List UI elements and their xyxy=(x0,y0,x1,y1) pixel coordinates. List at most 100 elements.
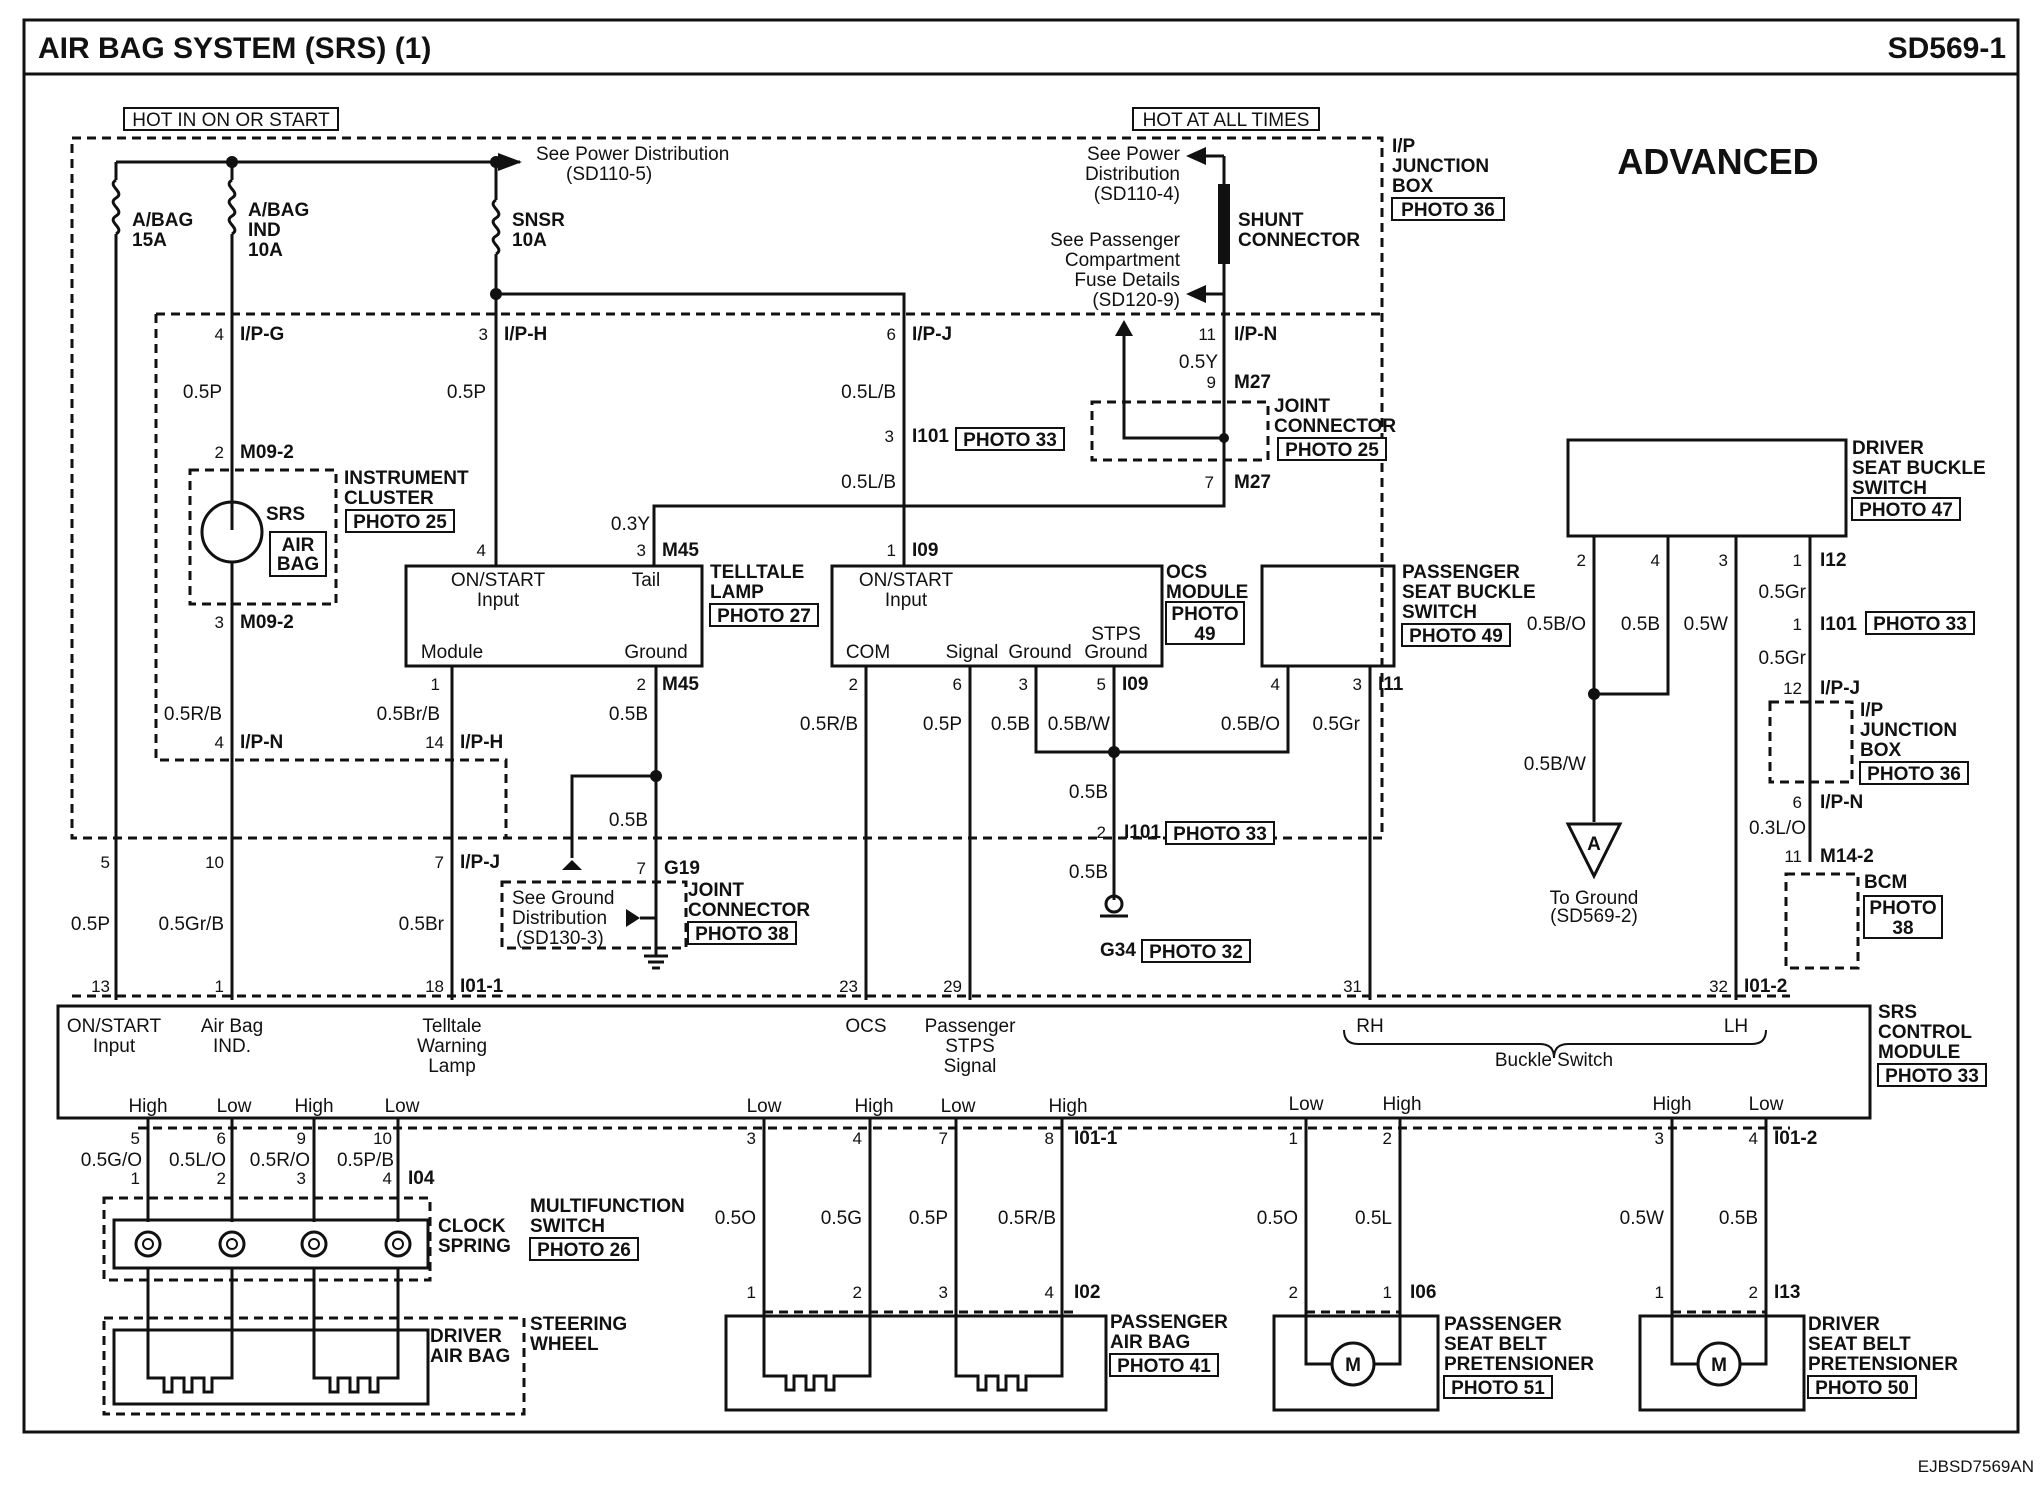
ipjb-label-c: BOX xyxy=(1392,176,1434,197)
pin-number: 2 xyxy=(217,1169,226,1188)
photo-ref-box xyxy=(687,921,797,945)
diagram-label: High xyxy=(1652,1094,1691,1115)
diagram-label: M09-2 xyxy=(240,442,294,463)
photo-ref-box xyxy=(1165,821,1275,845)
photo-ref-box xyxy=(345,509,455,533)
diagram-label: PHOTO 47 xyxy=(1859,500,1953,521)
diagram-label: 0.5B xyxy=(1069,782,1108,803)
see-pass-b: Compartment xyxy=(1065,250,1181,271)
pin-number: 7 xyxy=(1205,473,1214,492)
pin-number: 10 xyxy=(205,853,224,872)
hot-run-box xyxy=(123,107,339,131)
diagram-label: STPS xyxy=(1091,624,1141,645)
diagram-label: 0.5Gr xyxy=(1758,582,1806,603)
clock-spring-coil-icons xyxy=(134,1230,412,1258)
see-pass-a: See Passenger xyxy=(1050,230,1181,251)
diagram-label: PHOTO 38 xyxy=(695,924,789,945)
pin-number: 18 xyxy=(425,977,444,996)
driver-airbag-squib-icon xyxy=(312,1360,400,1394)
pin-number: 2 xyxy=(1577,551,1586,570)
diagram-label: PHOTO xyxy=(1869,898,1936,919)
pin-number: 3 xyxy=(1353,675,1362,694)
diagram-label: 0.5P xyxy=(71,914,110,935)
diagram-label: IND. xyxy=(213,1036,251,1057)
diagram-label: I/P-J xyxy=(912,324,952,345)
diagram-label: BOX xyxy=(1860,740,1902,761)
diagram-label: PHOTO 26 xyxy=(537,1240,631,1261)
diagram-label: I11 xyxy=(1378,674,1404,695)
telltale-lamp-label: TELLTALE xyxy=(710,562,804,583)
diagram-label: Signal xyxy=(946,642,999,663)
passenger-seat-buckle-switch xyxy=(1260,564,1396,668)
diagram-label: Telltale xyxy=(422,1016,481,1037)
see-power2-b: Distribution xyxy=(1085,164,1180,185)
diagram-label: 0.3Y xyxy=(611,514,650,535)
diagram-label: Signal xyxy=(944,1056,997,1077)
diagram-label: CLUSTER xyxy=(344,488,434,509)
diagram-label: M45 xyxy=(662,674,699,695)
diagram-label: PASSENGER xyxy=(1402,562,1520,583)
diagram-label: 0.5B xyxy=(991,714,1030,735)
ipjb-label-b: JUNCTION xyxy=(1392,156,1489,177)
diagram-label: OCS xyxy=(845,1016,886,1037)
pin-number: 6 xyxy=(217,1129,226,1148)
diagram-label: I13 xyxy=(1774,1282,1800,1303)
fuse2-rating: 10A xyxy=(248,240,283,261)
diagram-label: See Ground xyxy=(512,888,614,909)
diagram-label: I101 xyxy=(1124,822,1161,843)
diagram-label: Input xyxy=(477,590,520,611)
diagram-label: I/P-J xyxy=(460,852,500,873)
clock-spring-box xyxy=(112,1218,430,1270)
diagram-label: 0.5Br xyxy=(399,914,445,935)
driver-airbag-squib-icon xyxy=(146,1360,234,1394)
diagram-label: AIR BAG xyxy=(1110,1332,1190,1353)
pin-number: 1 xyxy=(1793,551,1802,570)
pin-number: 6 xyxy=(887,325,896,344)
diagram-label: A xyxy=(1587,834,1601,855)
diagram-label: CONTROL xyxy=(1878,1022,1972,1043)
fuse-icon xyxy=(227,178,237,236)
diagram-label: 0.5R/O xyxy=(250,1150,310,1171)
diagram-label: 0.5B xyxy=(609,810,648,831)
pin-number: 2 xyxy=(1749,1283,1758,1302)
diagram-label: Buckle Switch xyxy=(1495,1050,1613,1071)
fuse2-sub: IND xyxy=(248,220,281,241)
pin-number: 4 xyxy=(1749,1129,1758,1148)
pin-number: 23 xyxy=(839,977,858,996)
diagram-label: I12 xyxy=(1820,550,1846,571)
pin-number: 13 xyxy=(91,977,110,996)
photo-ref-box xyxy=(709,603,819,627)
diagram-label: SRS xyxy=(266,504,305,525)
diagram-label: Module xyxy=(421,642,483,663)
diagram-label: High xyxy=(1382,1094,1421,1115)
diagram-label: 0.3L/O xyxy=(1749,818,1806,839)
diagram-label: Input xyxy=(93,1036,136,1057)
pin-number: 11 xyxy=(1198,325,1216,344)
photo-ref-box xyxy=(1391,197,1505,221)
pin-number: 3 xyxy=(637,541,646,560)
pin-number: 8 xyxy=(1045,1129,1054,1148)
photo-ref-box xyxy=(1865,611,1975,635)
diagram-label: 0.5O xyxy=(715,1208,756,1229)
diagram-label: 0.5G xyxy=(821,1208,862,1229)
diagram-label: PHOTO 27 xyxy=(717,606,811,627)
diagram-label: Low xyxy=(217,1096,252,1117)
diagram-label: I/P-J xyxy=(1820,678,1860,699)
pin-number: 4 xyxy=(1271,675,1280,694)
diagram-frame xyxy=(22,18,2020,1434)
diagram-label: M45 xyxy=(662,540,699,561)
fuse3-name: SNSR xyxy=(512,210,565,231)
see-power-text: See Power Distribution xyxy=(536,144,729,165)
pin-number: 3 xyxy=(939,1283,948,1302)
diagram-label: JOINT xyxy=(688,880,744,901)
diagram-label: PASSENGER xyxy=(1110,1312,1228,1333)
diagram-label: JOINT xyxy=(1274,396,1330,417)
pin-number: 1 xyxy=(131,1169,140,1188)
diagram-label: Warning xyxy=(417,1036,487,1057)
diagram-label: AIR xyxy=(282,535,315,556)
photo-ref-box xyxy=(1109,1353,1219,1377)
diagram-label: 0.5P xyxy=(183,382,222,403)
pin-number: 5 xyxy=(1097,675,1106,694)
pin-number: 5 xyxy=(131,1129,140,1148)
diagram-label: I/P-G xyxy=(240,324,284,345)
